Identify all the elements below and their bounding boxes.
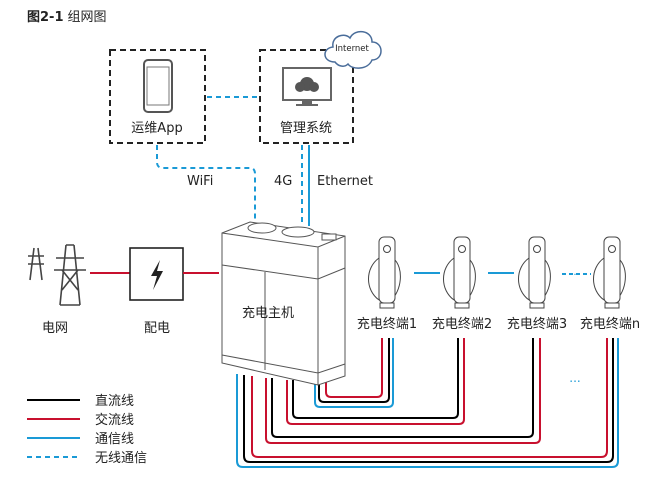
distribution-label: 配电 [144, 321, 170, 336]
lightning-icon [151, 260, 163, 290]
wifi-link [156, 145, 256, 224]
charging-terminal-2: 充电终端2 [432, 236, 492, 332]
dc-cable-3 [271, 338, 534, 438]
terminal-label: 充电终端3 [507, 316, 567, 332]
smartphone-icon [143, 59, 173, 113]
ethernet-label: Ethernet [317, 174, 373, 189]
terminal-label: 充电终端n [580, 316, 640, 332]
terminal-label: 充电终端2 [432, 316, 492, 332]
legend-label-wireless: 无线通信 [95, 451, 147, 466]
charging-terminal-icon [518, 236, 551, 309]
grid-label: 电网 [42, 321, 68, 336]
legend: 直流线 交流线 通信线 无线通信 [27, 394, 147, 466]
more-terminals-ellipsis: ... [569, 371, 580, 385]
charging-terminal-icon [593, 236, 626, 309]
distribution-node [129, 247, 184, 301]
ac-cable-1 [325, 338, 383, 398]
internet-label: Internet [335, 44, 369, 54]
figure-title: 图2-1 组网图 [27, 10, 107, 25]
terminal-label: 充电终端1 [357, 316, 417, 332]
wifi-label: WiFi [187, 174, 213, 189]
charging-terminal-3: 充电终端3 [507, 236, 567, 332]
comm-cable-n [236, 338, 619, 468]
ac-cable-n [251, 338, 608, 458]
charging-terminal-icon [443, 236, 476, 309]
charging-terminal-4: 充电终端n [580, 236, 640, 332]
dc-cable-2 [292, 338, 459, 419]
management-node: 管理系统 [259, 49, 354, 144]
cables [236, 338, 619, 468]
charging-terminal-1: 充电终端1 [357, 236, 417, 332]
app-node: 运维App [109, 49, 206, 144]
cloud-icon: Internet [324, 30, 382, 69]
management-label: 管理系统 [280, 121, 332, 136]
dc-cable-n [243, 338, 614, 463]
legend-label-ac: 交流线 [95, 412, 134, 428]
host-label: 充电主机 [242, 305, 294, 321]
monitor-cloud-icon [282, 67, 332, 106]
charging-terminal-icon [368, 236, 401, 309]
dc-cable-1 [318, 338, 390, 403]
4g-label: 4G [274, 174, 292, 189]
charging-host-icon [221, 221, 346, 386]
figure-caption: 组网图 [68, 10, 107, 25]
power-tower-icon [28, 244, 86, 306]
app-label: 运维App [131, 121, 182, 136]
legend-label-comm: 通信线 [95, 432, 134, 447]
ac-cable-3 [265, 338, 541, 444]
terminal-chain-ellipsis: ··· [570, 270, 580, 281]
comm-cable-1 [314, 338, 394, 408]
legend-label-dc: 直流线 [95, 394, 134, 409]
ac-cable-2 [286, 338, 465, 425]
figure-number: 图2-1 [27, 10, 64, 25]
